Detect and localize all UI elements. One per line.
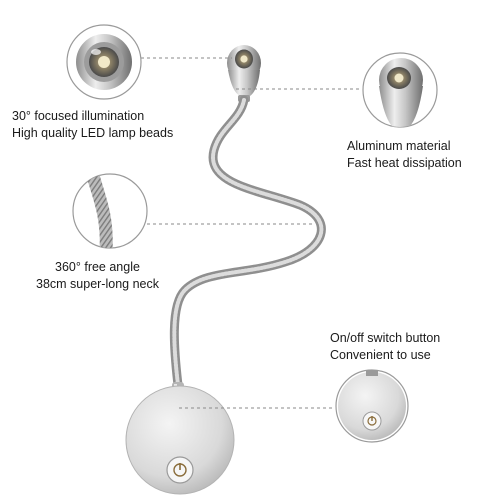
zoom-aluminum-body [362,52,438,128]
callout-switch-line1: On/off switch button [330,331,441,345]
gooseneck [169,95,326,412]
zoom-gooseneck [72,173,148,249]
base-switch-button[interactable] [166,456,194,484]
callout-material-line2: Fast heat dissipation [347,156,462,170]
callout-material-line1: Aluminum material [347,139,451,153]
callout-led-head-line2: High quality LED lamp beads [12,126,174,140]
callout-led-head-line1: 30° focused illumination [12,109,145,123]
lamp-head [227,45,261,102]
zoom-switch [335,369,409,443]
leader-lines [141,57,362,409]
callout-neck-line1: 360° free angle [55,260,140,274]
callout-neck-line2: 38cm super-long neck [36,277,159,291]
callout-led-head: 30° focused illumination High quality LE… [12,108,173,142]
zoom-led-head [66,24,142,100]
callout-neck: 360° free angle 38cm super-long neck [36,259,159,293]
callout-switch: On/off switch button Convenient to use [330,330,440,364]
callout-switch-line2: Convenient to use [330,348,431,362]
callout-material: Aluminum material Fast heat dissipation [347,138,462,172]
lamp-base [125,385,235,495]
